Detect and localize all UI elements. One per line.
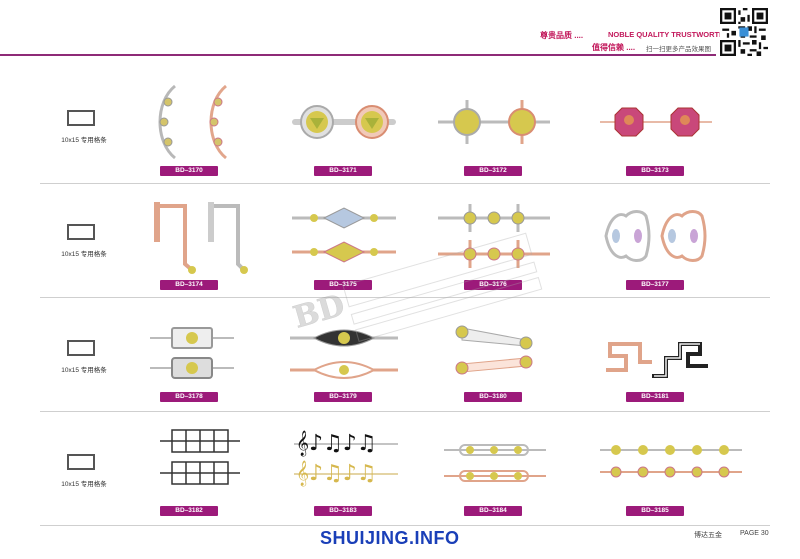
watermark-logo: BD xyxy=(289,232,543,343)
product-item[interactable]: BD–3174 xyxy=(130,186,250,296)
product-code: BD–3170 xyxy=(160,166,218,176)
product-code: BD–3173 xyxy=(626,166,684,176)
product-code: BD–3179 xyxy=(314,392,372,402)
product-item[interactable]: BD–3171 xyxy=(284,72,404,182)
svg-text:𝄞♪♫♪♫: 𝄞♪♫♪♫ xyxy=(296,430,377,456)
qr-code-icon[interactable] xyxy=(720,8,768,56)
product-row-4: 10x15 专用格条 BD–3182 𝄞♪♫♪♫ 𝄞♪♫♪♫ BD–3183 xyxy=(40,414,770,526)
spec-label: 10x15 专用格条 xyxy=(61,251,107,258)
product-code: BD–3177 xyxy=(626,280,684,290)
tagline-cn-1: 尊贵品质 .... xyxy=(540,31,584,40)
spec-label: 10x15 专用格条 xyxy=(61,367,107,374)
product-code: BD–3175 xyxy=(314,280,372,290)
product-item[interactable]: BD–3181 xyxy=(596,300,716,410)
product-item[interactable]: BD–3173 xyxy=(596,72,716,182)
product-item[interactable]: BD–3170 xyxy=(130,72,250,182)
product-item[interactable]: BD–3175 xyxy=(284,186,404,296)
header-divider xyxy=(0,54,716,56)
product-item[interactable]: BD–3179 xyxy=(284,300,404,410)
product-code: BD–3184 xyxy=(464,506,522,516)
spec-label: 10x15 专用格条 xyxy=(61,481,107,488)
product-code: BD–3185 xyxy=(626,506,684,516)
product-item[interactable]: 𝄞♪♫♪♫ 𝄞♪♫♪♫ BD–3183 xyxy=(284,414,404,524)
product-item[interactable]: BD–3180 xyxy=(434,300,554,410)
product-code: BD–3182 xyxy=(160,506,218,516)
product-code: BD–3176 xyxy=(464,280,522,290)
product-code: BD–3174 xyxy=(160,280,218,290)
svg-text:BD: BD xyxy=(290,288,349,336)
grid-size-icon xyxy=(67,110,95,126)
scan-caption: 扫一扫更多产品效果图 xyxy=(646,46,711,53)
footer-company: 博达五金 xyxy=(694,532,722,539)
product-item[interactable]: BD–3182 xyxy=(130,414,250,524)
product-item[interactable]: BD–3185 xyxy=(596,414,746,524)
product-code: BD–3172 xyxy=(464,166,522,176)
product-row-2: 10x15 专用格条 BD–3174 BD–3175 xyxy=(40,186,770,298)
page-header: 尊贵品质 .... NOBLE QUALITY TRUSTWORTHY 值得信赖… xyxy=(0,0,800,60)
tagline-cn-2: 值得信赖 .... xyxy=(592,43,636,52)
product-code: BD–3180 xyxy=(464,392,522,402)
product-item[interactable]: BD–3177 xyxy=(596,186,716,296)
product-row-3: 10x15 专用格条 BD–3178 BD–3179 BD–3180 xyxy=(40,300,770,412)
product-code: BD–3181 xyxy=(626,392,684,402)
svg-text:𝄞♪♫♪♫: 𝄞♪♫♪♫ xyxy=(296,460,377,486)
product-item[interactable]: BD–3176 xyxy=(434,186,554,296)
product-code: BD–3183 xyxy=(314,506,372,516)
spec-label: 10x15 专用格条 xyxy=(61,137,107,144)
product-code: BD–3178 xyxy=(160,392,218,402)
product-code: BD–3171 xyxy=(314,166,372,176)
grid-size-icon xyxy=(67,224,95,240)
page-number: PAGE 30 xyxy=(740,530,769,537)
tagline-en: NOBLE QUALITY TRUSTWORTHY xyxy=(608,30,730,39)
product-item[interactable]: BD–3184 xyxy=(434,414,554,524)
footer-brand[interactable]: SHUIJING.INFO xyxy=(320,528,460,548)
product-row-1: 10x15 专用格条 BD–3170 BD–3171 BD–3172 xyxy=(40,72,770,184)
product-item[interactable]: BD–3172 xyxy=(434,72,554,182)
grid-size-icon xyxy=(67,454,95,470)
grid-size-icon xyxy=(67,340,95,356)
product-item[interactable]: BD–3178 xyxy=(130,300,250,410)
